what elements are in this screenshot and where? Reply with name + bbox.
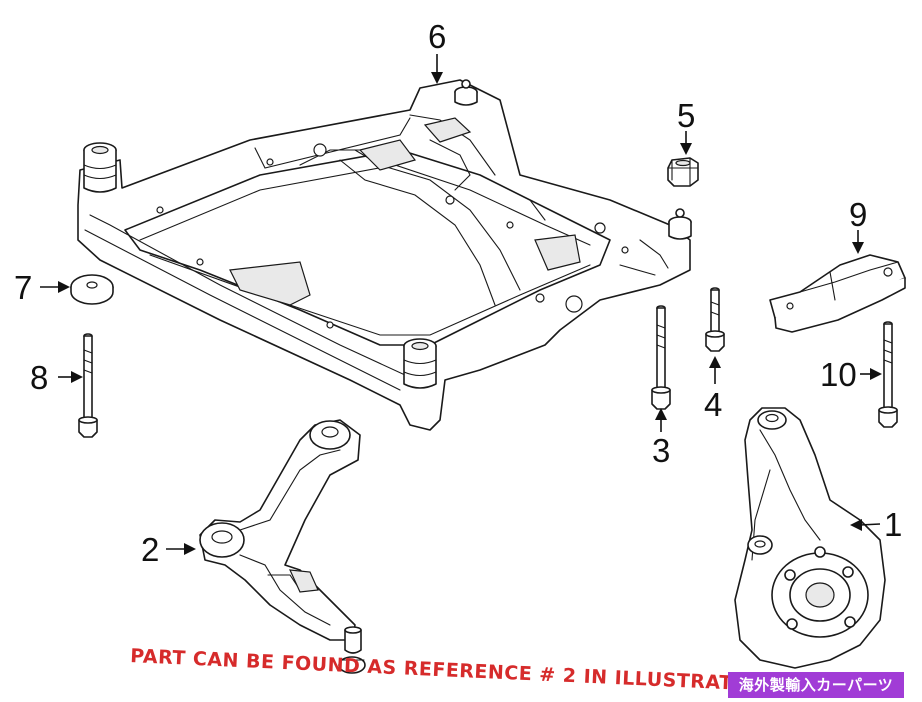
callout-6: 6: [428, 18, 446, 55]
callout-7: 7: [14, 269, 32, 306]
callout-4: 4: [704, 386, 722, 423]
bracket: [769, 254, 906, 333]
callout-3: 3: [652, 432, 670, 469]
callout-labels: 1 2 3 4 5 6 7 8 9 10: [14, 18, 902, 568]
reference-note: PART CAN BE FOUND AS REFERENCE # 2 IN IL…: [130, 645, 741, 695]
callout-1: 1: [884, 506, 902, 543]
long-bolt: [78, 333, 98, 438]
callout-leaders: [40, 54, 882, 555]
nut: [667, 157, 699, 187]
lower-control-arm: [199, 419, 366, 674]
long-bolt: [878, 321, 898, 428]
bolt: [651, 305, 671, 410]
callout-5: 5: [677, 97, 695, 134]
steering-knuckle: [734, 407, 886, 669]
callout-10: 10: [820, 356, 857, 393]
callout-9: 9: [849, 196, 867, 233]
callout-8: 8: [30, 359, 48, 396]
washer: [70, 274, 114, 305]
shop-badge: 海外製輸入カーパーツ: [728, 672, 904, 698]
callout-2: 2: [141, 531, 159, 568]
crossmember-subframe: [77, 79, 692, 431]
bolt: [705, 287, 725, 352]
